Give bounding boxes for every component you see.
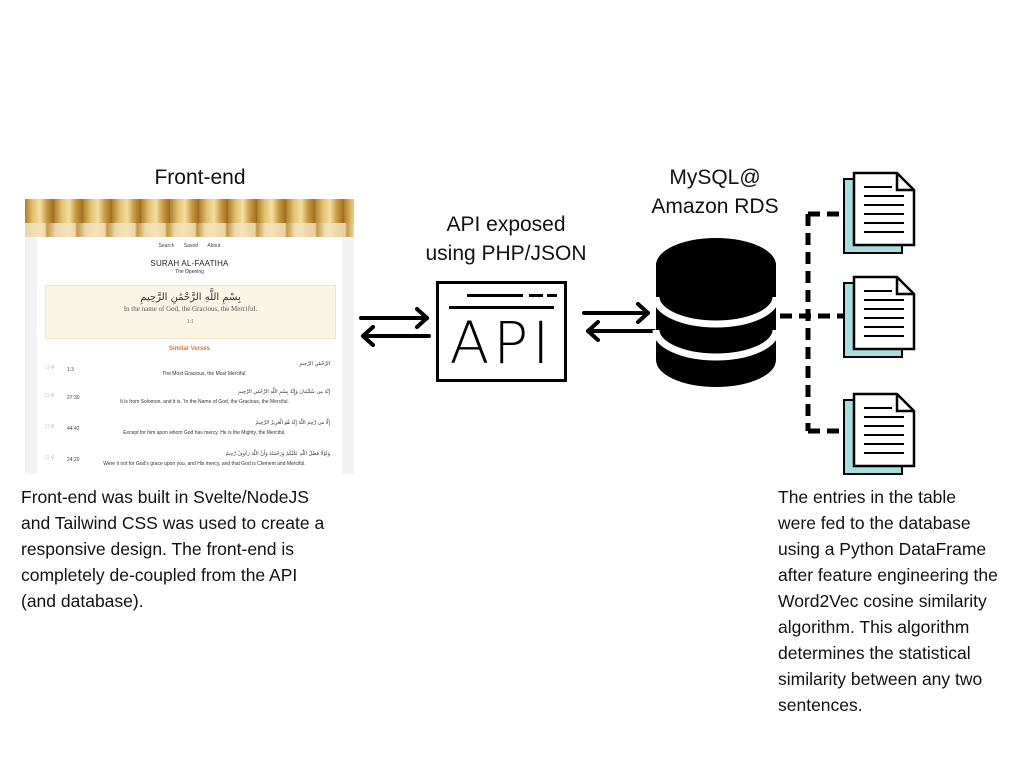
verse-arabic: وَلَوْلَا فَضْلُ اللَّهِ عَلَيْكُمْ وَرَ…: [225, 451, 330, 457]
verse-ref: 1:3: [67, 367, 74, 373]
api-top-bar: [467, 294, 523, 297]
api-top-dot: [547, 294, 557, 297]
nav-saved-link[interactable]: Saved: [183, 243, 198, 249]
description-line: sentences.: [778, 695, 863, 715]
database-label-line: MySQL@: [669, 166, 761, 189]
bookmark-icon[interactable]: ☐ ⚲: [45, 424, 55, 430]
description-line: and Tailwind CSS was used to create a: [21, 513, 325, 533]
bookmark-icon[interactable]: ☐ ⚲: [45, 455, 55, 461]
document-icon: [843, 275, 916, 358]
verse-translation: In the name of God, the Gracious, the Me…: [123, 305, 258, 313]
similar-verses-header: Similar Verses: [168, 346, 211, 352]
similar-verse-row[interactable]: ☐ ⚲ 27:30 إِنَّهُ مِن سُلَيْمَانَ وَإِنَ…: [37, 389, 342, 417]
bookmark-icon[interactable]: ☐ ⚲: [45, 365, 55, 371]
description-line: (and database).: [21, 591, 144, 611]
verse-arabic: الرَّحْمَٰنِ الرَّحِيمِ: [299, 361, 330, 367]
connector-lines: [780, 211, 843, 434]
similar-verse-row[interactable]: ☐ ⚲ 1:3 الرَّحْمَٰنِ الرَّحِيمِ The Most…: [37, 361, 342, 389]
description-line: using a Python DataFrame: [778, 539, 987, 559]
description-line: completely de-coupled from the API: [21, 565, 298, 585]
similar-verse-row[interactable]: ☐ ⚲ 24:20 وَلَوْلَا فَضْلُ اللَّهِ عَلَي…: [37, 451, 342, 474]
document-icon: [843, 171, 916, 254]
app-nav: Search Saved About: [37, 243, 342, 249]
description-line: algorithm. This algorithm: [778, 617, 970, 637]
database-icon: [652, 238, 780, 387]
verse-arabic: إِنَّهُ مِن سُلَيْمَانَ وَإِنَّهُ بِسْمِ…: [238, 389, 330, 395]
similar-verse-row[interactable]: ☐ ⚲ 44:42 إِلَّا مَن رَّحِمَ اللَّهُ إِن…: [37, 420, 342, 448]
verse-ref: 44:42: [67, 426, 80, 432]
verse-ref: 24:20: [67, 457, 80, 463]
database-label: MySQL@ Amazon RDS: [615, 163, 815, 221]
description-line: were fed to the database: [778, 513, 971, 533]
api-top-dot: [529, 294, 543, 297]
description-line: responsive design. The front-end is: [21, 539, 295, 559]
description-line: Front-end was built in Svelte/NodeJS: [21, 487, 309, 507]
frontend-screenshot: Search Saved About SURAH AL-FAATIHA The …: [25, 199, 354, 474]
description-line: similarity between any two: [778, 669, 983, 689]
entries-description: The entries in the table were fed to the…: [778, 484, 1022, 718]
frontend-title: Front-end: [154, 166, 246, 189]
verse-translation: Except for him upon whom God has mercy. …: [123, 430, 286, 436]
database-label-line: Amazon RDS: [651, 195, 779, 218]
surah-subtitle: The Opening: [175, 269, 204, 275]
verse-translation: It is from Solomon, and it is, 'In the N…: [120, 399, 289, 405]
api-label-line: using PHP/JSON: [425, 242, 587, 265]
api-divider: [449, 306, 554, 309]
document-icon: [843, 392, 916, 475]
decorative-banner: [25, 199, 354, 237]
description-line: The entries in the table: [778, 487, 957, 507]
verse-translation: Were it not for God's grace upon you, an…: [103, 461, 306, 467]
verse-arabic: إِلَّا مَن رَّحِمَ اللَّهُ إِنَّهُ هُوَ …: [255, 420, 330, 426]
frontend-api-arrows-icon: [359, 307, 431, 347]
frontend-description: Front-end was built in Svelte/NodeJS and…: [21, 484, 361, 614]
nav-search-link[interactable]: Search: [158, 243, 175, 249]
bookmark-icon[interactable]: ☐ ⚲: [45, 393, 55, 399]
app-page: Search Saved About SURAH AL-FAATIHA The …: [37, 237, 342, 474]
description-line: Word2Vec cosine similarity: [778, 591, 987, 611]
verse-translation: The Most Gracious, the Most Merciful.: [162, 371, 247, 377]
api-label: API exposed using PHP/JSON: [406, 210, 606, 268]
verse-card: بِسْمِ اللَّهِ الرَّحْمَٰنِ الرَّحِيمِ I…: [45, 285, 336, 339]
description-line: determines the statistical: [778, 643, 971, 663]
surah-title: SURAH AL-FAATIHA: [150, 259, 229, 268]
nav-about-link[interactable]: About: [207, 243, 221, 249]
verse-arabic: بِسْمِ اللَّهِ الرَّحْمَٰنِ الرَّحِيمِ: [140, 292, 241, 303]
description-line: after feature engineering the: [778, 565, 998, 585]
api-db-arrows-icon: [582, 302, 656, 342]
api-text: API: [449, 309, 554, 377]
api-label-line: API exposed: [446, 213, 566, 236]
verse-ref: 27:30: [67, 395, 80, 401]
verse-ref: 1:1: [187, 319, 194, 325]
api-icon: API: [436, 281, 567, 382]
